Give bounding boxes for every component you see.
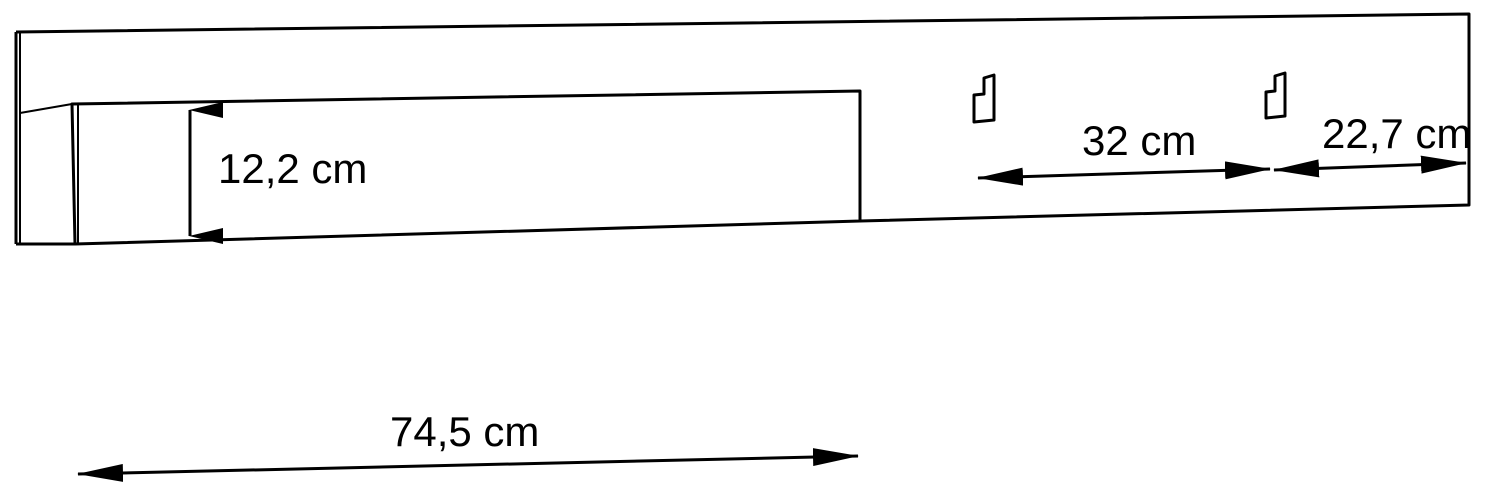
- hook-spacing-label: 32 cm: [1082, 117, 1196, 164]
- hook-spacing-arrow: [977, 161, 1271, 186]
- shelf-box: [70, 89, 862, 246]
- hook-icon: [972, 73, 996, 124]
- shelf-width-arrow: [77, 448, 859, 482]
- shelf-width-label: 74,5 cm: [390, 408, 539, 455]
- back-panel: [14, 12, 1471, 246]
- hook-offset-arrow: [1273, 155, 1467, 178]
- height-label: 12,2 cm: [218, 145, 367, 192]
- hook-offset-label: 22,7 cm: [1322, 110, 1471, 157]
- hook-icon: [1264, 71, 1287, 120]
